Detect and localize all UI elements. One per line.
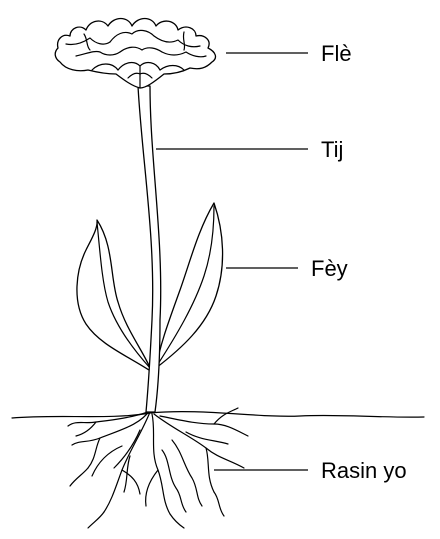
right-leaf bbox=[156, 203, 223, 368]
ground-line bbox=[12, 412, 424, 418]
roots-label: Rasin yo bbox=[321, 458, 407, 483]
leaves-label: Fèy bbox=[311, 256, 348, 281]
flower-head bbox=[55, 19, 215, 89]
roots bbox=[68, 408, 248, 528]
stem-label: Tij bbox=[321, 137, 343, 162]
left-leaf bbox=[77, 220, 152, 372]
flower-label: Flè bbox=[321, 41, 352, 66]
